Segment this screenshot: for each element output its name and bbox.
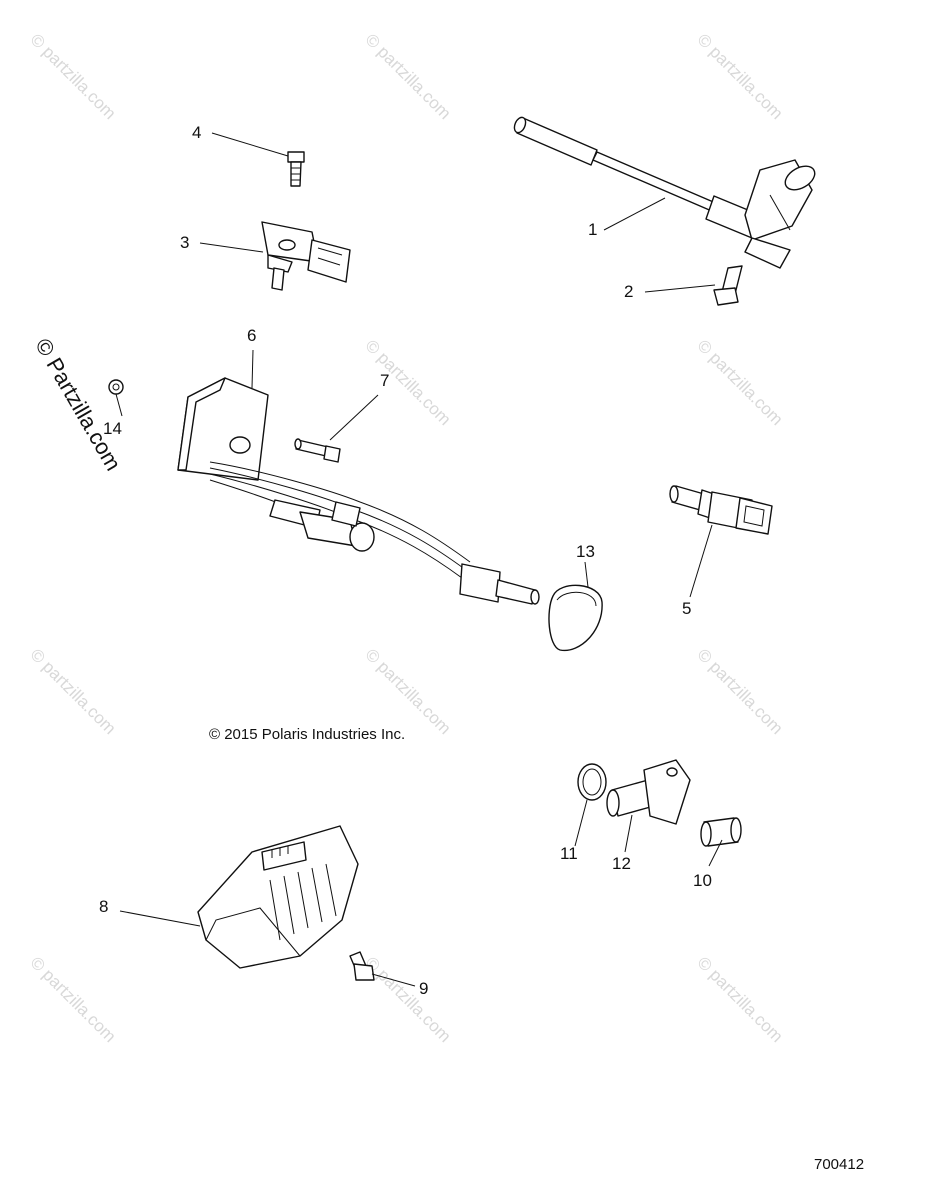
- callout-7: 7: [380, 371, 390, 390]
- ecu-module-part: [177, 377, 540, 605]
- temperature-sensor-part: [669, 485, 773, 535]
- speed-sensor-part: [513, 116, 816, 269]
- bolt-part: [349, 951, 375, 981]
- bolt-part: [287, 151, 305, 187]
- voltage-regulator-part: [197, 825, 359, 969]
- bolt-part: [713, 265, 743, 306]
- callout-10: 10: [693, 871, 712, 890]
- pin-part: [700, 817, 742, 847]
- position-sensor-part: [606, 759, 691, 825]
- callout-1: 1: [588, 220, 598, 239]
- callout-4: 4: [192, 123, 202, 142]
- nut-part: [108, 379, 124, 395]
- drawing-number: 700412: [814, 1156, 865, 1173]
- callout-9: 9: [419, 979, 429, 998]
- copyright-text: © 2015 Polaris Industries Inc.: [209, 726, 406, 743]
- callout-8: 8: [99, 897, 109, 916]
- screw-part: [294, 438, 341, 463]
- map-sensor-part: [261, 221, 351, 291]
- callout-6: 6: [247, 326, 257, 345]
- callout-12: 12: [612, 854, 631, 873]
- callout-11: 11: [560, 844, 578, 863]
- callout-3: 3: [180, 233, 190, 252]
- callout-13: 13: [576, 542, 595, 561]
- cable-tie-part: [548, 584, 603, 652]
- callout-2: 2: [624, 282, 634, 301]
- callout-5: 5: [682, 599, 692, 618]
- o-ring-part: [577, 763, 607, 801]
- callout-14: 14: [103, 419, 122, 438]
